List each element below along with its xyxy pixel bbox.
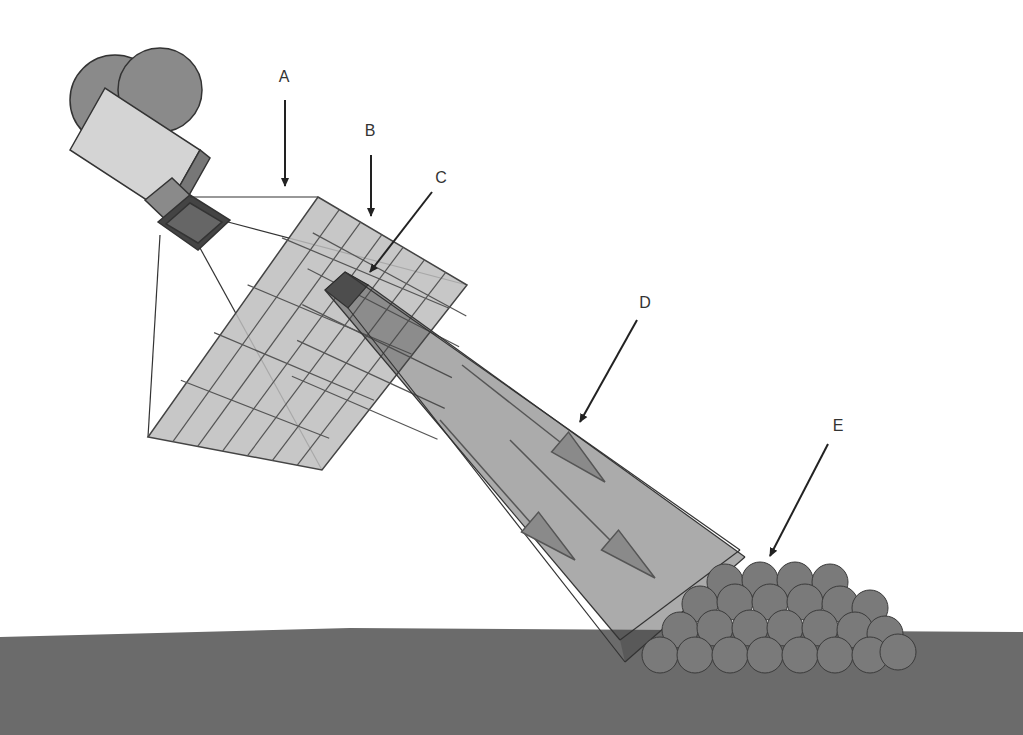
callout-letter: C — [435, 169, 447, 187]
ground — [0, 628, 1023, 735]
callout-letter: A — [279, 68, 290, 86]
pixel-beam — [325, 272, 745, 662]
ray-arrows — [440, 365, 655, 578]
callout-letter: E — [833, 417, 844, 435]
leader-lines — [285, 100, 828, 556]
sphere-pile — [642, 562, 916, 673]
callout-letter: B — [365, 122, 376, 140]
callout-letter: D — [639, 294, 651, 312]
camera — [70, 48, 230, 250]
